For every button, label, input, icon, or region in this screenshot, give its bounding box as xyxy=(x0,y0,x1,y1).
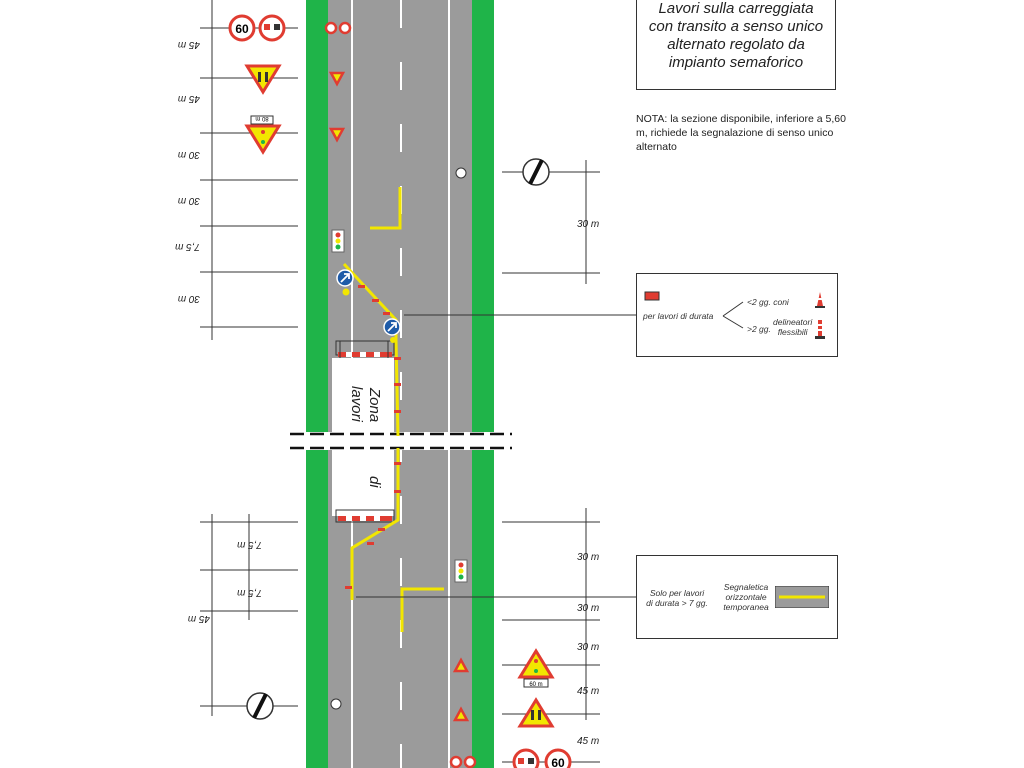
left-dimension-labels: 45 m 45 m 30 m 30 m 7,5 m 30 m 7,5 m 7,5… xyxy=(175,39,262,624)
svg-text:30 m: 30 m xyxy=(577,552,599,563)
work-zone-continued: di xyxy=(366,476,383,488)
svg-text:60 m: 60 m xyxy=(529,682,542,688)
speed-limit-60-sign-right: 60 xyxy=(544,748,572,768)
svg-text:30 m: 30 m xyxy=(577,219,599,230)
keep-right-sign-2 xyxy=(383,318,401,343)
work-zone-area-lower xyxy=(332,450,394,516)
svg-text:45 m: 45 m xyxy=(577,736,599,747)
svg-text:7,5 m: 7,5 m xyxy=(175,241,200,252)
svg-text:7,5 m: 7,5 m xyxy=(237,539,262,550)
title-line: impianto semaforico xyxy=(668,54,804,71)
title-line: alternato regolato da xyxy=(667,36,805,53)
duration-legend-long-label: delineatori flessibili xyxy=(773,317,813,337)
left-green-verge xyxy=(306,0,328,768)
no-overtaking-sign xyxy=(258,14,286,42)
duration-legend-box: per lavori di durata <2 gg. coni >2 gg. … xyxy=(636,273,838,357)
work-zone-label: Zona xyxy=(366,387,383,422)
duration-legend-short: <2 gg. coni xyxy=(747,297,789,307)
svg-text:30 m: 30 m xyxy=(178,293,200,304)
traffic-light-warning-sign: 80 m xyxy=(244,115,282,155)
traffic-light-icon-2 xyxy=(454,559,468,583)
barrier-bottom xyxy=(335,509,395,523)
traffic-light-warning-sign-right: 60 m xyxy=(517,648,555,688)
marking-legend-label: Segnaletica orizzontale temporanea xyxy=(723,582,769,612)
red-delineators xyxy=(345,285,401,589)
work-zone-area xyxy=(332,358,394,432)
right-dimension-labels: 30 m 30 m 30 m 30 m 45 m 45 m xyxy=(577,219,599,747)
speed-limit-60-sign: 60 xyxy=(228,14,256,42)
note-text: NOTA: la sezione disponibile, inferiore … xyxy=(636,113,846,153)
traffic-cone-icon xyxy=(815,292,825,308)
left-dimension-lines xyxy=(200,0,298,716)
right-green-verge xyxy=(472,0,494,768)
svg-text:30 m: 30 m xyxy=(577,642,599,653)
traffic-light-icon xyxy=(331,229,345,253)
svg-text:45 m: 45 m xyxy=(577,686,599,697)
end-of-no-overtaking-sign-right xyxy=(522,158,550,186)
duration-legend-caption: per lavori di durata xyxy=(643,311,714,321)
marking-legend-box: Solo per lavori di durata > 7 gg. Segnal… xyxy=(636,555,838,639)
svg-text:7,5 m: 7,5 m xyxy=(237,587,262,598)
end-of-restriction-markers xyxy=(330,167,467,710)
svg-text:30 m: 30 m xyxy=(577,603,599,614)
barrier-top xyxy=(335,340,395,358)
svg-text:30 m: 30 m xyxy=(178,195,200,206)
title-line: con transito a senso unico xyxy=(648,18,824,35)
flexible-delineator-icon xyxy=(815,320,825,339)
road-narrows-warning-sign xyxy=(244,64,282,95)
no-overtaking-sign-right xyxy=(512,748,540,768)
break-lines xyxy=(288,432,512,450)
road-narrows-warning-sign-right xyxy=(517,697,555,728)
svg-text:45 m: 45 m xyxy=(178,93,200,104)
svg-text:45 m: 45 m xyxy=(178,39,200,50)
right-dimension-lines xyxy=(502,160,600,763)
svg-text:30 m: 30 m xyxy=(178,149,200,160)
svg-text:60: 60 xyxy=(551,756,565,768)
svg-text:60: 60 xyxy=(235,22,249,36)
marking-legend-caption: Solo per lavori di durata > 7 gg. xyxy=(646,588,708,608)
work-zone-label-2: lavori xyxy=(348,386,365,423)
delineator-symbol-icon xyxy=(644,291,660,301)
duration-legend-long-prefix: >2 gg. xyxy=(747,324,771,334)
keep-right-sign xyxy=(336,269,354,296)
svg-text:80 m: 80 m xyxy=(255,115,268,121)
temporary-marking-swatch-icon xyxy=(775,586,829,608)
svg-text:45 m: 45 m xyxy=(188,613,210,624)
diagram-title: Lavori sulla carreggiata con transito a … xyxy=(636,0,836,90)
end-of-no-overtaking-sign xyxy=(246,692,274,720)
title-line: Lavori sulla carreggiata xyxy=(658,0,814,17)
duration-legend-graphic xyxy=(644,291,825,339)
roadside-no-overtaking-signs xyxy=(324,21,477,768)
roadside-warning-triangles xyxy=(328,71,470,722)
